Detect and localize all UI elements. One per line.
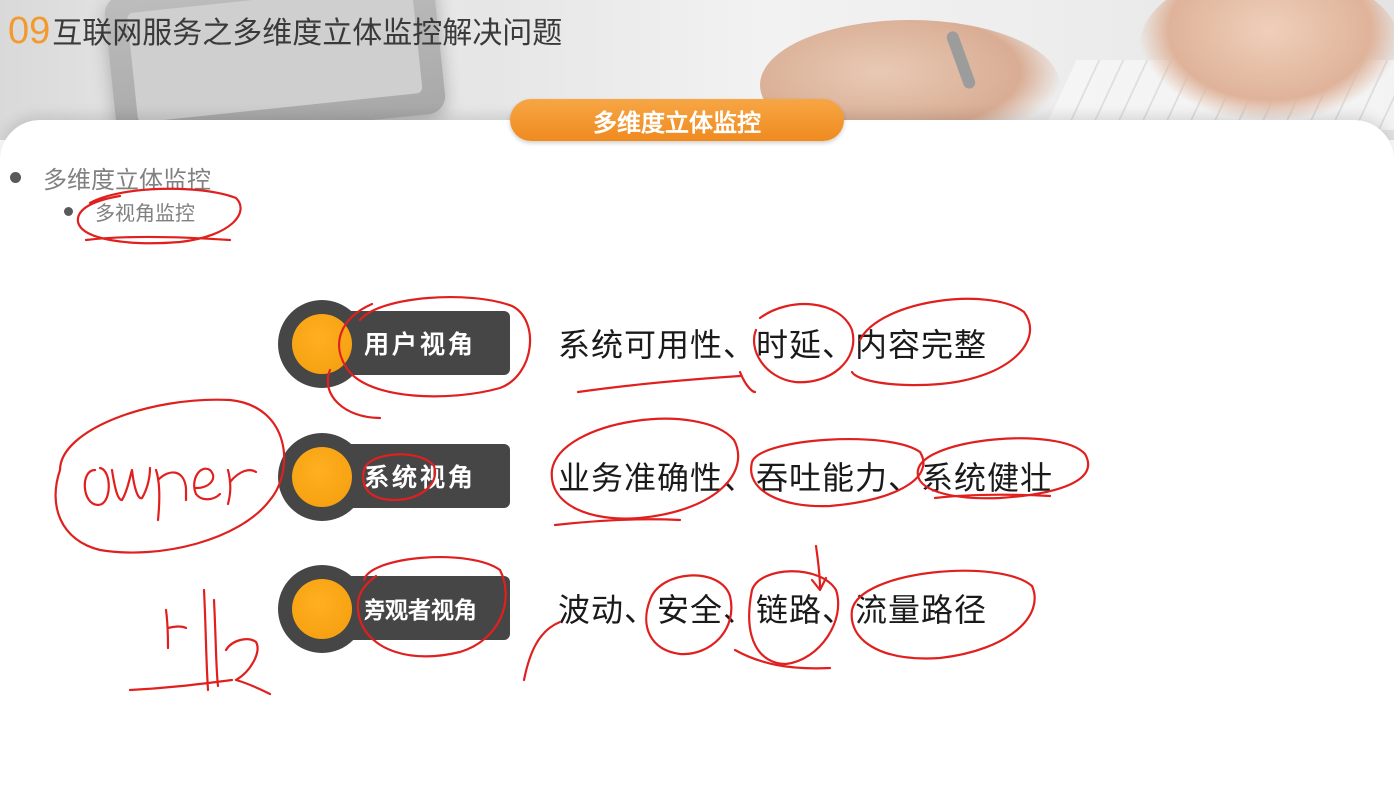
perspective-row-observer: 旁观者视角 波动、安全、链路、流量路径 [0,563,1394,657]
orange-circle-icon [278,565,366,653]
bullet-level2-text: 多视角监控 [95,201,195,225]
perspective-row-system: 系统视角 业务准确性、吞吐能力、系统健壮 [0,431,1394,525]
perspective-row-user: 用户视角 系统可用性、时延、内容完整 [0,298,1394,392]
slide-title: 09 互联网服务之多维度立体监控解决问题 [8,8,562,58]
bullet-dot-icon [10,172,21,183]
bullet-level1-text: 多维度立体监控 [43,166,211,194]
bullet-dot-icon [64,207,73,216]
slide-number: 09 [8,10,51,52]
section-pill: 多维度立体监控 [510,99,844,141]
hand-image-right [1140,0,1394,120]
bullet-level1: 多维度立体监控 [10,160,211,195]
orange-circle-icon [278,300,366,388]
perspective-description: 波动、安全、链路、流量路径 [558,591,988,629]
orange-circle-icon [278,433,366,521]
perspective-description: 业务准确性、吞吐能力、系统健壮 [558,459,1054,497]
perspective-description: 系统可用性、时延、内容完整 [558,326,988,364]
bullet-level2: 多视角监控 [64,197,195,226]
slide-title-text: 互联网服务之多维度立体监控解决问题 [52,16,563,51]
